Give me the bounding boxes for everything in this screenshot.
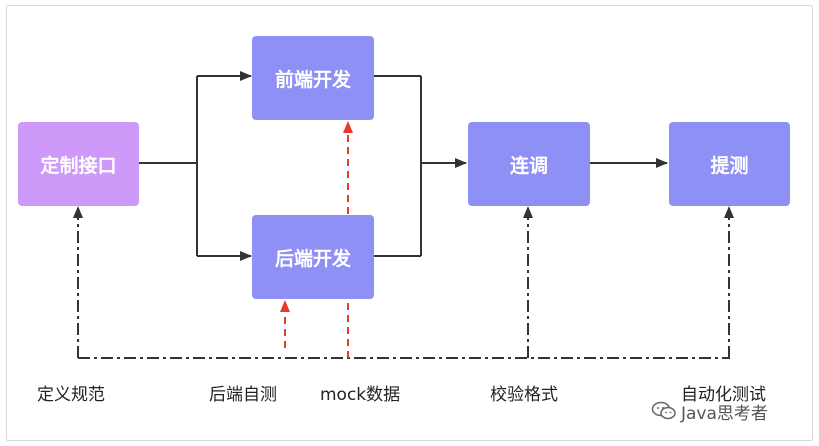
label-mock-data: mock数据: [320, 385, 401, 405]
node-define-interface: 定制接口: [18, 122, 139, 206]
node-define-interface-label: 定制接口: [40, 154, 117, 177]
watermark-text: Java思考者: [681, 403, 768, 424]
node-joint-debug: 连调: [468, 122, 590, 206]
node-joint-debug-label: 连调: [509, 154, 548, 177]
dashdot-feedback-lines: [73, 206, 734, 359]
solid-flow-lines: [139, 71, 668, 261]
label-auto-test: 自动化测试: [681, 385, 766, 405]
node-submit-test: 提测: [669, 122, 790, 206]
node-backend-dev: 后端开发: [252, 215, 374, 299]
node-frontend-dev: 前端开发: [252, 36, 374, 120]
label-define-spec: 定义规范: [37, 385, 105, 405]
watermark: Java思考者: [651, 398, 768, 424]
node-backend-dev-label: 后端开发: [274, 247, 351, 270]
wechat-icon: [651, 401, 676, 420]
node-frontend-dev-label: 前端开发: [274, 68, 351, 91]
red-dashed-lines: [280, 121, 353, 358]
diagram-frame: [6, 5, 813, 441]
label-backend-selftest: 后端自测: [209, 385, 277, 405]
label-verify-format: 校验格式: [490, 385, 558, 405]
node-submit-test-label: 提测: [710, 154, 749, 177]
